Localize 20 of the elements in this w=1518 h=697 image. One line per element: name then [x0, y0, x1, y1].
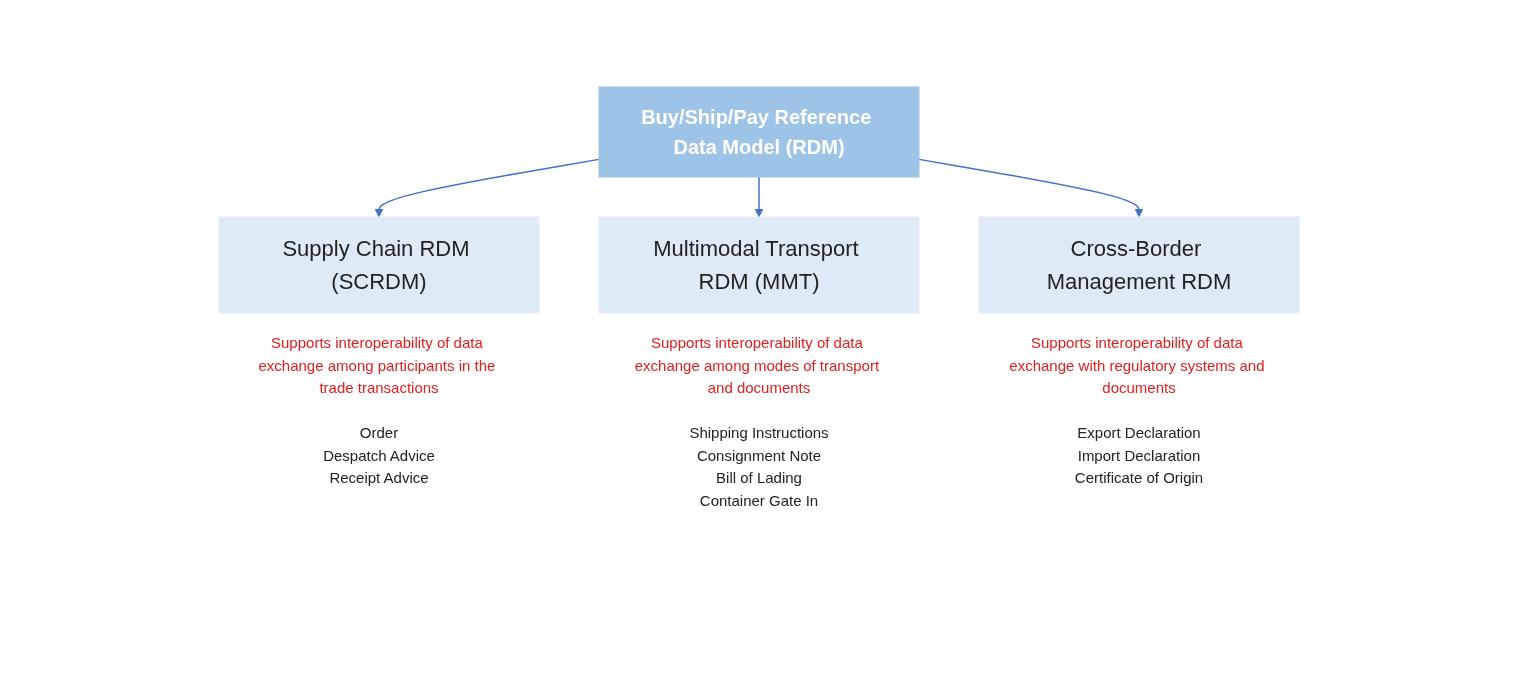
node-label: Export Declaration [1077, 423, 1201, 441]
node-label: Receipt Advice [329, 468, 429, 486]
arrow [754, 176, 764, 218]
node-label: Supports interoperability of data exchange among participants in the trade transactions [258, 333, 496, 396]
arrow [918, 158, 1144, 218]
node-label: Certificate of Origin [1074, 468, 1204, 486]
node-label: Despatch Advice [323, 445, 435, 463]
node-label: Shipping Instructions [689, 423, 829, 441]
arrow [374, 158, 600, 218]
node-label: Supports interoperability of data exchange with regulatory systems and documents [1009, 333, 1265, 396]
node-box: Cross-Border Management RDM [978, 216, 1300, 314]
node-box: Multimodal Transport RDM (MMT) [598, 216, 920, 314]
node-label: Bill of Lading [716, 468, 802, 486]
node-box: Buy/Ship/Pay Reference Data Model (RDM) [598, 86, 920, 178]
node-label: Consignment Note [696, 445, 822, 463]
node-box: Supply Chain RDM (SCRDM) [218, 216, 540, 314]
node-label: Container Gate In [699, 490, 819, 508]
node-label: Import Declaration [1077, 445, 1201, 463]
node-label: Order [359, 423, 399, 441]
node-label: Supports interoperability of data exchange among modes of transport and documents [634, 333, 880, 396]
